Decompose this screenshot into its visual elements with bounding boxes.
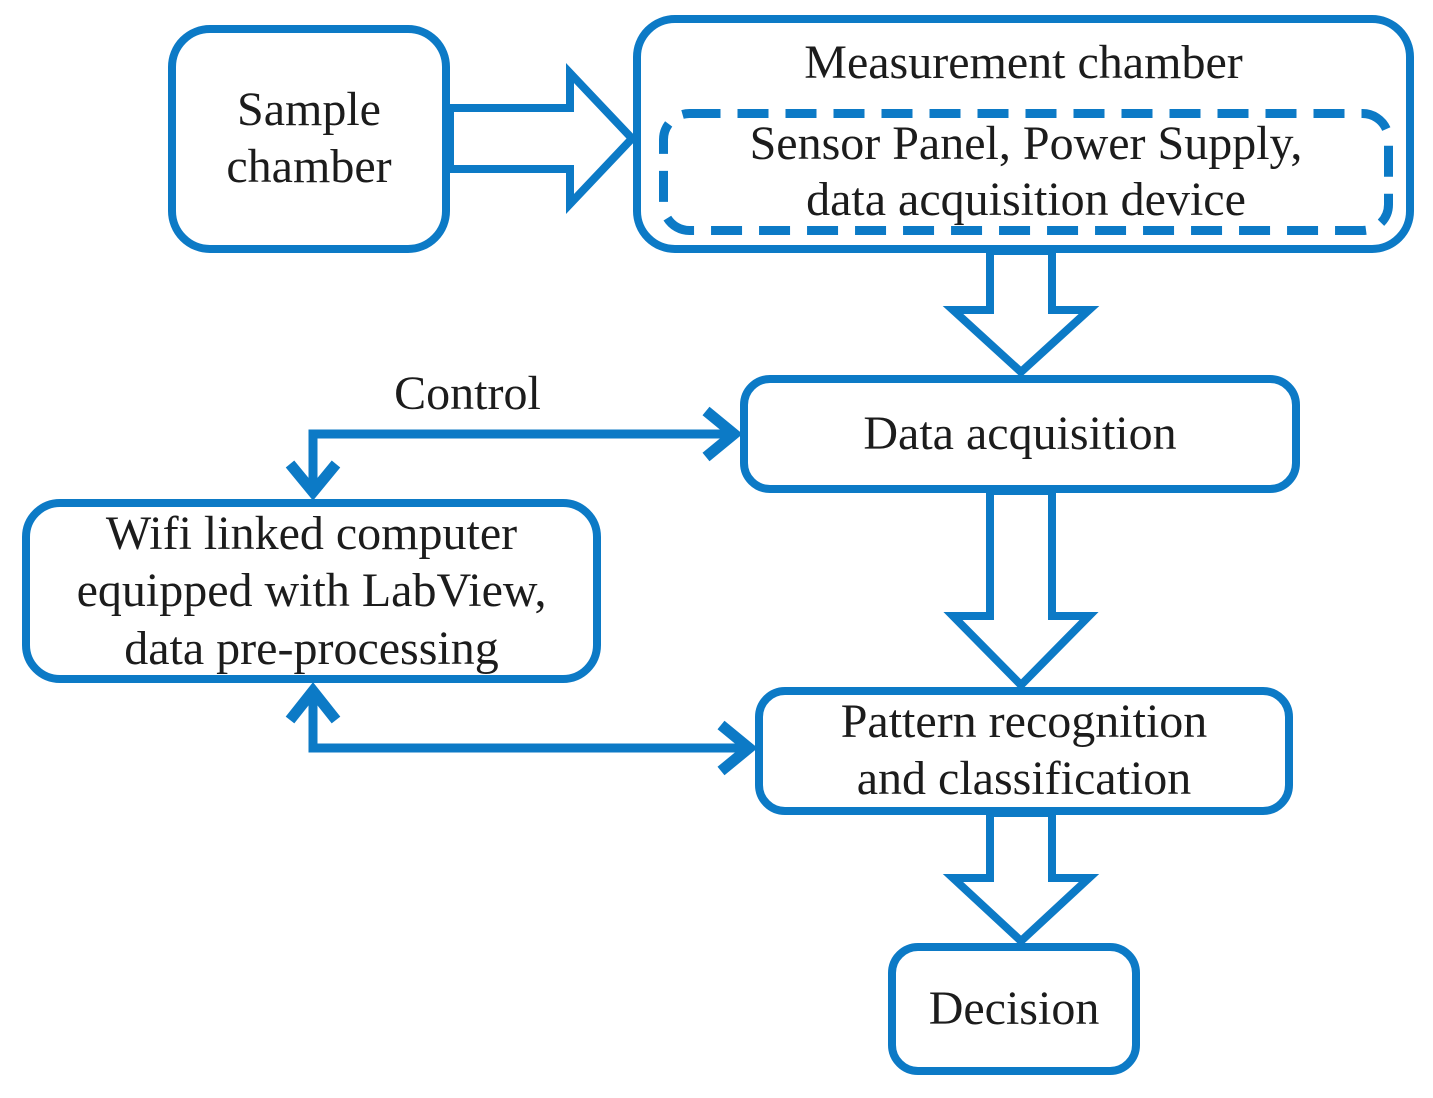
node-data-acquisition: Data acquisition bbox=[740, 375, 1300, 493]
control-arrowhead-down-icon bbox=[285, 460, 341, 501]
node-sample-chamber: Sample chamber bbox=[168, 25, 450, 253]
feedback-arrowhead-right-icon bbox=[717, 720, 758, 776]
decision-label: Decision bbox=[928, 981, 1100, 1035]
measurement-chamber-title: Measurement chamber bbox=[804, 36, 1243, 89]
block-arrow-pattern-to-decision bbox=[942, 809, 1100, 947]
feedback-elbow-line bbox=[308, 692, 747, 753]
node-measurement-chamber: Measurement chamber Sensor Panel, Power … bbox=[633, 15, 1414, 253]
wifi-computer-label: Wifi linked computer equipped with LabVi… bbox=[76, 506, 547, 675]
block-arrow-measurement-to-dataacq bbox=[942, 247, 1100, 378]
sensor-panel-dashed-border bbox=[659, 109, 1393, 235]
block-arrow-sample-to-measurement bbox=[446, 62, 638, 215]
node-pattern-recognition: Pattern recognition and classification bbox=[755, 687, 1293, 815]
node-decision: Decision bbox=[888, 943, 1140, 1075]
sample-chamber-label: Sample chamber bbox=[226, 83, 392, 193]
block-arrow-dataacq-to-pattern bbox=[943, 487, 1099, 691]
sensor-panel-label: Sensor Panel, Power Supply, data acquisi… bbox=[749, 117, 1303, 226]
node-wifi-computer: Wifi linked computer equipped with LabVi… bbox=[22, 499, 601, 683]
control-arrowhead-right-icon bbox=[702, 406, 743, 462]
control-elbow-line bbox=[308, 429, 732, 492]
pattern-recognition-label: Pattern recognition and classification bbox=[840, 695, 1208, 805]
control-edge-label: Control bbox=[394, 367, 541, 420]
feedback-arrowhead-up-icon bbox=[285, 682, 341, 724]
sensor-panel-group: Sensor Panel, Power Supply, data acquisi… bbox=[659, 109, 1393, 235]
data-acquisition-label: Data acquisition bbox=[863, 406, 1177, 460]
